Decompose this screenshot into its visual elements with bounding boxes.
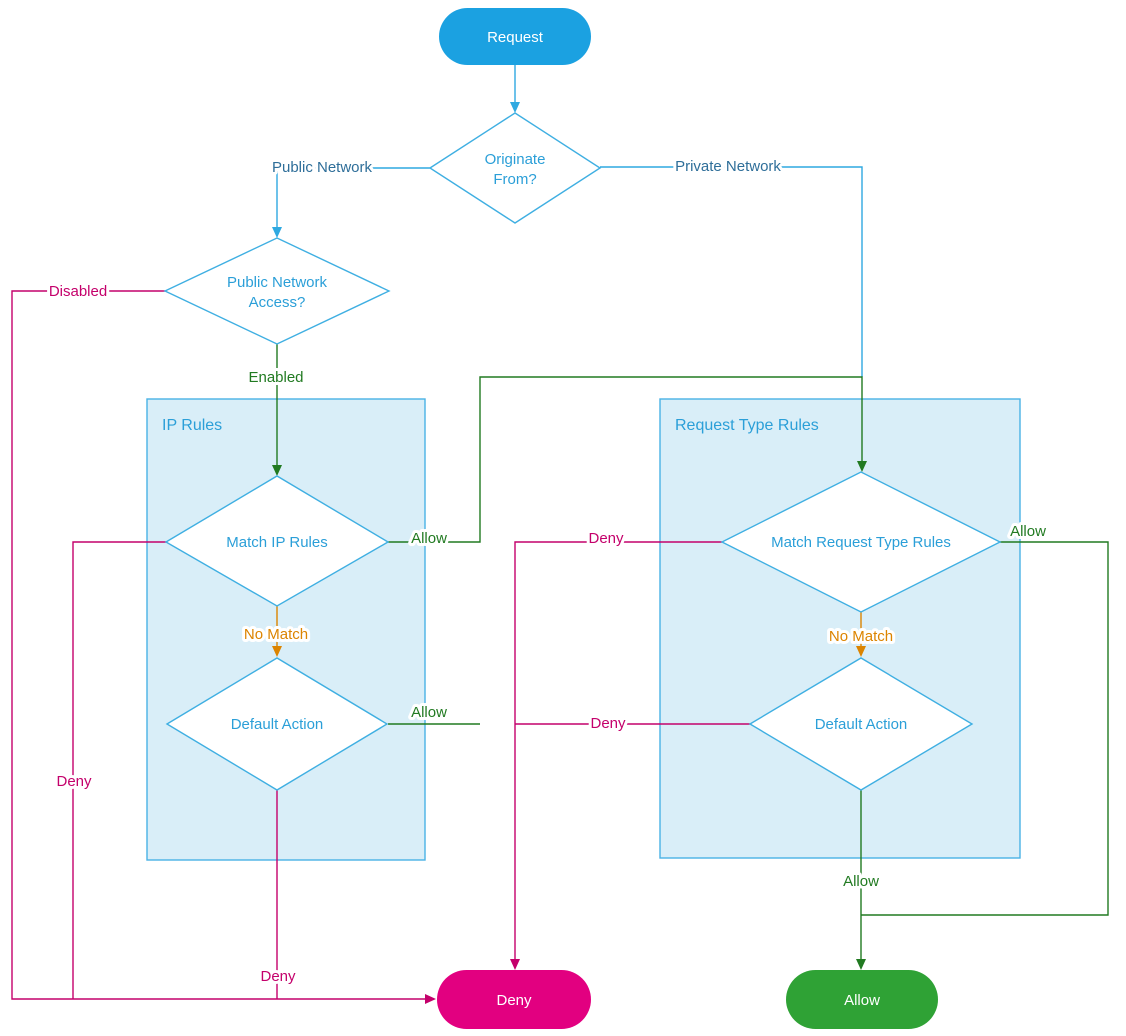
originate-from-decision [428, 112, 602, 224]
match-ip-rules-decision [164, 475, 390, 607]
edge-disabled-deny [11, 290, 436, 1004]
deny-terminal [437, 970, 591, 1029]
request-type-rules-container [659, 398, 1021, 859]
ip-default-action-label: Default Action [231, 716, 324, 733]
label-ip-no-match: No Match [244, 626, 308, 643]
label-ip-default-deny: Deny [260, 968, 296, 985]
label-rtr-no-match: No Match [829, 628, 893, 645]
ip-default-action-decision [165, 657, 389, 791]
label-ip-default-allow: Allow [411, 704, 447, 721]
edge-originate-public [272, 167, 430, 238]
match-request-type-rules-label: Match Request Type Rules [771, 534, 951, 551]
request-terminal-label: Request [487, 29, 544, 46]
edge-rtr-match-allow [861, 541, 1109, 916]
label-rtr-default-allow: Allow [843, 873, 879, 890]
match-ip-rules-label: Match IP Rules [226, 534, 327, 551]
deny-terminal-label: Deny [496, 992, 532, 1009]
public-network-access-line1: Public Network [227, 274, 328, 291]
label-rtr-default-deny: Deny [590, 715, 626, 732]
edge-originate-private [600, 166, 863, 377]
allow-terminal-label: Allow [844, 992, 880, 1009]
request-type-default-action-decision [748, 657, 974, 791]
edge-rtr-match-deny [510, 541, 722, 970]
label-private-network: Private Network [675, 158, 781, 175]
match-request-type-rules-decision [720, 471, 1002, 613]
label-ip-match-allow: Allow [411, 530, 447, 547]
label-rtr-match-allow: Allow [1010, 523, 1046, 540]
edge-ip-match-allow [388, 376, 867, 543]
allow-terminal [786, 970, 938, 1029]
request-terminal [439, 8, 591, 65]
originate-from-line2: From? [493, 171, 536, 188]
ip-rules-container-title: IP Rules [162, 417, 222, 434]
public-network-access-line2: Access? [249, 294, 306, 311]
request-type-rules-container-title: Request Type Rules [675, 417, 819, 434]
originate-from-line1: Originate [485, 151, 546, 168]
label-public-network: Public Network [272, 159, 373, 176]
label-enabled: Enabled [248, 369, 303, 386]
label-ip-match-deny: Deny [56, 773, 92, 790]
request-type-default-action-label: Default Action [815, 716, 908, 733]
edge-ip-match-deny [72, 541, 166, 999]
public-network-access-decision [163, 237, 391, 345]
label-rtr-match-deny: Deny [588, 530, 624, 547]
label-disabled: Disabled [49, 283, 107, 300]
